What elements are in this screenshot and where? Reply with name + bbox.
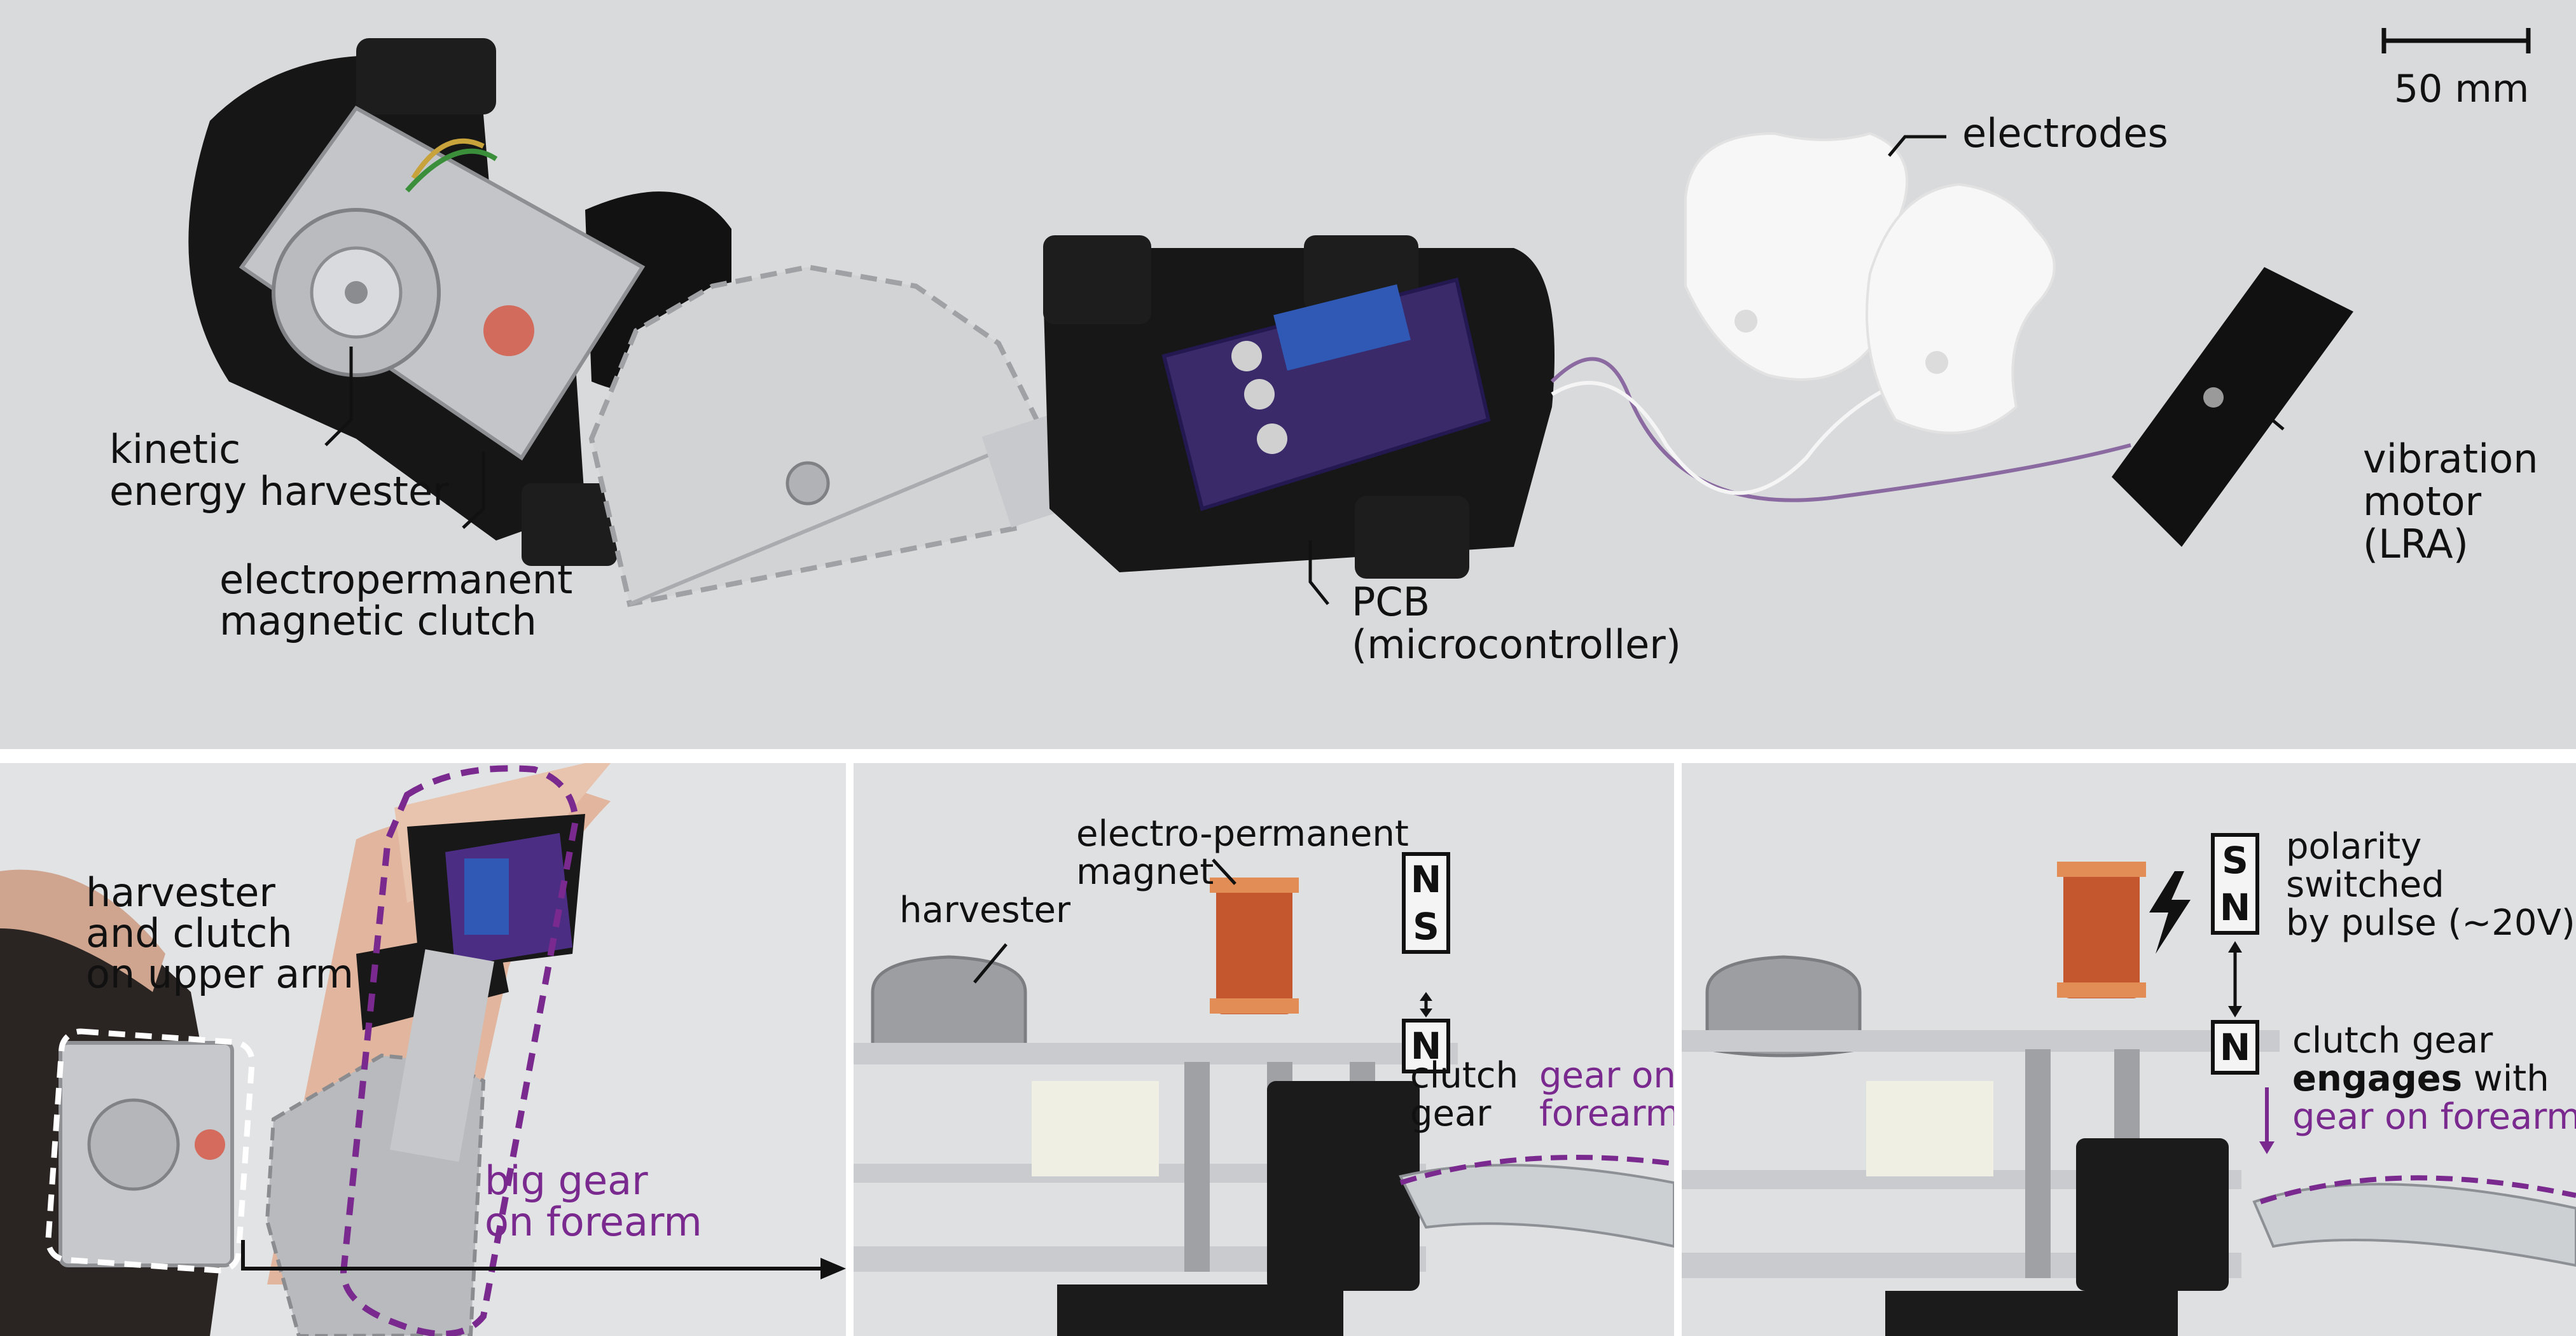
magnet-top-pole-2: S — [1413, 905, 1439, 948]
leader-harvester — [324, 347, 353, 446]
clutch-gear-label-1: clutch — [1410, 1055, 1519, 1096]
engage-label-3: gear on forearm — [2292, 1096, 2576, 1138]
harvester-clutch-label-1: harvester — [86, 869, 275, 916]
bottom-left-photo-panel: harvester and clutch on upper arm big ge… — [0, 763, 846, 1336]
vibration-band — [2112, 267, 2353, 547]
zoom-arrow-line — [241, 1240, 821, 1271]
epm-label-1: electro-permanent — [1076, 813, 1409, 855]
top-photo-panel: 50 mm kinetic energy harvester electrope… — [0, 0, 2576, 749]
scale-bar — [2381, 28, 2531, 53]
electrode-pads — [1684, 132, 2056, 434]
bottom-middle-photo-panel: electro-permanent magnet harvester N S N… — [854, 763, 1674, 1336]
big-gear-label-1: big gear — [485, 1157, 648, 1204]
zoom-arrowhead — [821, 1258, 846, 1279]
polarity-label-3: by pulse (~20V) — [2286, 902, 2575, 944]
harvester-clutch-label-2: and clutch — [86, 910, 293, 956]
leader-electrodes — [1888, 135, 1946, 157]
leader-clutch — [462, 451, 485, 529]
bottom-right-photo-panel: S N N polarity switched by pulse (~20V) … — [1682, 763, 2576, 1336]
bottom-middle-drawing — [854, 858, 1674, 1336]
engage-with-text: with — [2462, 1058, 2549, 1099]
switched-magnet-top-pole-2: N — [2219, 886, 2251, 929]
epm-label-2: magnet — [1076, 851, 1214, 893]
gear-on-forearm-label-2: forearm — [1539, 1093, 1674, 1134]
harvester-clutch-label-3: on upper arm — [86, 951, 354, 997]
harvester-label: harvester — [899, 890, 1071, 931]
scale-bar-label: 50 mm — [2394, 67, 2530, 111]
electrodes-label: electrodes — [1962, 110, 2168, 156]
vibration-motor-label-1: vibration — [2363, 436, 2538, 482]
pcb-label-1: PCB — [1352, 579, 1430, 625]
harvester-plate — [239, 106, 646, 461]
bottom-left-drawing — [0, 763, 846, 1336]
clutch-gear-label-2: gear — [1410, 1093, 1492, 1134]
big-gear — [588, 264, 1046, 607]
vibration-motor-label-3: (LRA) — [2363, 521, 2469, 567]
engage-label-1: clutch gear — [2292, 1020, 2493, 1061]
motor-wire — [1550, 357, 2131, 502]
big-gear-highlight — [340, 765, 579, 1336]
harvester-highlight — [45, 1028, 255, 1274]
magnet-top-box: N S — [1402, 852, 1450, 954]
magnet-bottom-box: N — [1402, 1019, 1450, 1073]
pcb-label-2: (microcontroller) — [1352, 621, 1681, 668]
top-photo-drawing — [188, 28, 2531, 607]
switched-magnet-top-box: S N — [2211, 833, 2259, 935]
switched-magnet-bottom-box: N — [2211, 1020, 2259, 1075]
switched-magnet-top-pole-1: S — [2222, 839, 2248, 882]
magnet-top-pole-1: N — [1410, 858, 1442, 901]
electrode-wire — [1551, 380, 1903, 495]
big-gear-label-2: on forearm — [485, 1199, 702, 1245]
pcb-board — [1161, 277, 1491, 511]
vibration-motor-label-2: motor — [2363, 478, 2482, 525]
clutch-label-1: electropermanent — [219, 556, 573, 603]
engages-bold-text: engages — [2292, 1058, 2463, 1099]
magnet-bottom-pole: N — [1410, 1024, 1442, 1068]
polarity-label-2: switched — [2286, 864, 2444, 906]
leader-vibration — [2248, 411, 2285, 430]
switched-magnet-bottom-pole: N — [2219, 1026, 2251, 1069]
engage-label-2: engages with — [2292, 1059, 2549, 1099]
kinetic-energy-harvester-label-2: energy harvester — [109, 468, 449, 514]
leader-pcb — [1308, 541, 1329, 605]
kinetic-energy-harvester-label-1: kinetic — [109, 426, 241, 472]
gear-on-forearm-label-1: gear on — [1539, 1055, 1674, 1096]
polarity-label-1: polarity — [2286, 826, 2422, 867]
clutch-label-2: magnetic clutch — [219, 598, 537, 644]
bottom-right-drawing — [1682, 862, 2576, 1336]
